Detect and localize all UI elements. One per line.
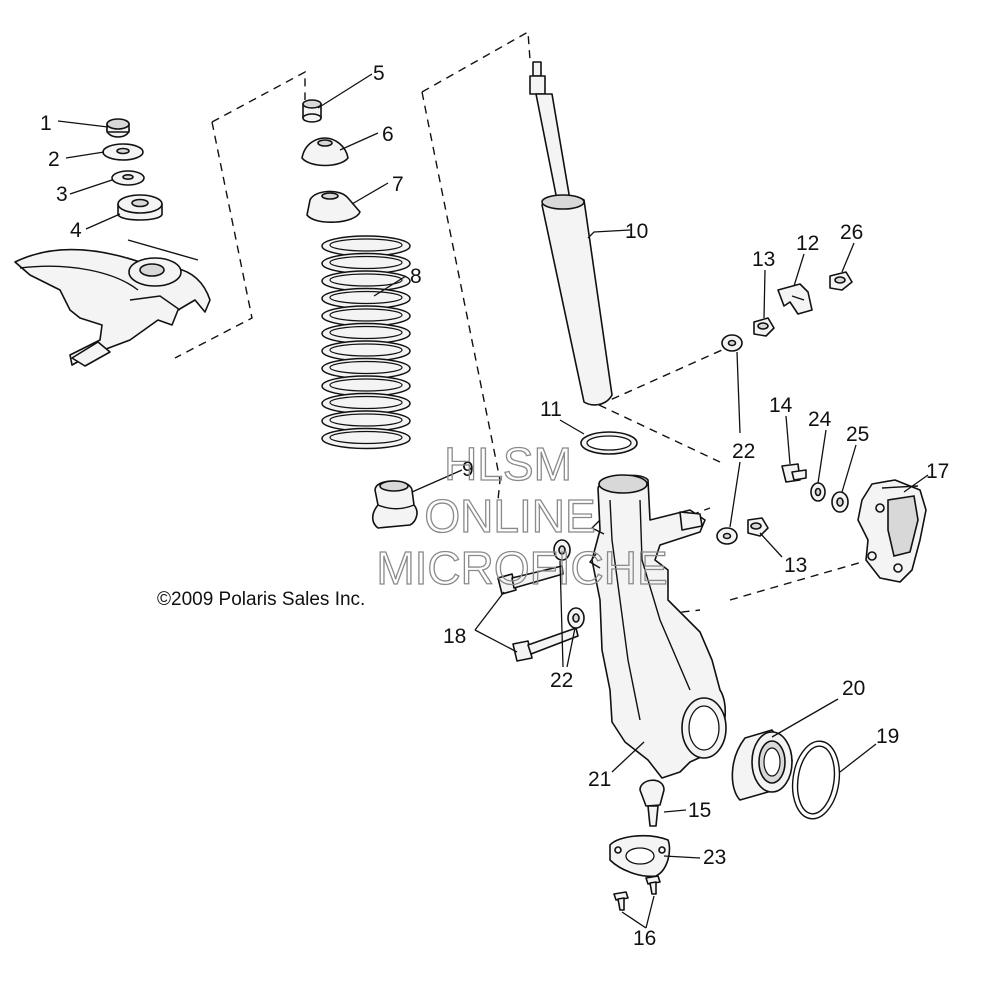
part-25-washer — [831, 491, 849, 513]
part-22-washer-upper — [721, 334, 743, 352]
part-5-nut — [302, 99, 322, 123]
part-6-upper-cup — [301, 137, 349, 167]
callout-22-left: 22 — [550, 669, 573, 692]
spring-coil-inner — [329, 395, 403, 410]
callout-4: 4 — [70, 219, 82, 242]
part-23-plate — [609, 834, 671, 878]
part-8-coil-spring — [321, 235, 411, 450]
part-9-bump-stop — [371, 480, 418, 529]
part-18-bolt-upper — [497, 565, 564, 595]
callout-13-lower: 13 — [784, 554, 807, 577]
callout-25: 25 — [846, 423, 869, 446]
spring-coil-inner — [329, 430, 403, 445]
part-1-nut — [106, 118, 130, 138]
part-22-washer-lower — [716, 527, 738, 545]
part-18-bolt-lower — [512, 627, 579, 662]
watermark-line-3: MICROFICHE — [376, 542, 667, 594]
part-3-washer — [111, 170, 145, 186]
part-16-screws — [613, 875, 661, 911]
callout-15: 15 — [688, 799, 711, 822]
spring-coil-inner — [329, 290, 403, 305]
part-12-clip — [777, 283, 813, 315]
part-14-bolt — [781, 463, 807, 483]
spring-coil-inner — [329, 273, 403, 287]
part-7-spring-seat — [306, 190, 361, 224]
callout-8: 8 — [410, 265, 422, 288]
callout-10: 10 — [625, 220, 648, 243]
callout-24: 24 — [808, 408, 832, 431]
copyright-notice: ©2009 Polaris Sales Inc. — [157, 589, 365, 610]
part-21-steering-knuckle — [588, 474, 727, 779]
part-11-ring — [580, 431, 638, 455]
watermark-line-2: ONLINE — [424, 490, 595, 542]
callout-9: 9 — [462, 458, 474, 481]
spring-coil-inner — [329, 378, 403, 392]
callout-5: 5 — [373, 62, 385, 85]
spring-coil-inner — [329, 343, 403, 357]
callout-1: 1 — [40, 112, 52, 135]
callout-14: 14 — [769, 394, 793, 417]
callout-21: 21 — [588, 768, 611, 791]
callout-16: 16 — [633, 927, 656, 950]
spring-coil-inner — [329, 238, 403, 252]
part-2-washer — [102, 143, 144, 161]
callout-20: 20 — [842, 677, 865, 700]
frame-mount — [14, 239, 211, 367]
callout-22-right: 22 — [732, 440, 755, 463]
part-4-bushing — [117, 194, 163, 221]
part-19-snap-ring — [791, 740, 841, 820]
part-13-nut-lower — [747, 517, 769, 537]
callout-13-upper: 13 — [752, 248, 775, 271]
callout-19: 19 — [876, 725, 899, 748]
part-26-nut — [829, 271, 853, 291]
callout-2: 2 — [48, 148, 60, 171]
part-10-shock-absorber — [529, 61, 613, 406]
callout-23: 23 — [703, 846, 726, 869]
spring-coil — [321, 427, 411, 450]
watermark: HLSM ONLINE MICROFICHE — [376, 437, 669, 594]
callout-18: 18 — [443, 625, 466, 648]
spring-coil-inner — [329, 325, 403, 340]
callout-6: 6 — [382, 123, 394, 146]
callout-17: 17 — [926, 460, 949, 483]
leader-lines — [57, 73, 929, 929]
part-22-washers-left — [553, 539, 585, 629]
part-24-washer — [810, 482, 826, 502]
part-17-brake-caliper — [857, 479, 927, 583]
callout-7: 7 — [392, 173, 404, 196]
spring-coil-inner — [329, 255, 403, 270]
callout-26: 26 — [840, 221, 863, 244]
spring-coil-inner — [329, 360, 403, 375]
spring-coil-inner — [329, 308, 403, 322]
part-13-nut-upper — [753, 317, 775, 337]
callout-12: 12 — [796, 232, 819, 255]
spring-coil-inner — [329, 413, 403, 427]
part-20-wheel-bearing — [731, 729, 793, 801]
watermark-line-1: HLSM — [444, 438, 572, 490]
callout-3: 3 — [56, 183, 68, 206]
callout-11: 11 — [540, 398, 562, 421]
part-15-ball-joint — [639, 779, 665, 827]
callout-labels: 1 2 3 4 5 6 7 8 9 10 11 12 13 13 14 15 1… — [40, 62, 949, 950]
